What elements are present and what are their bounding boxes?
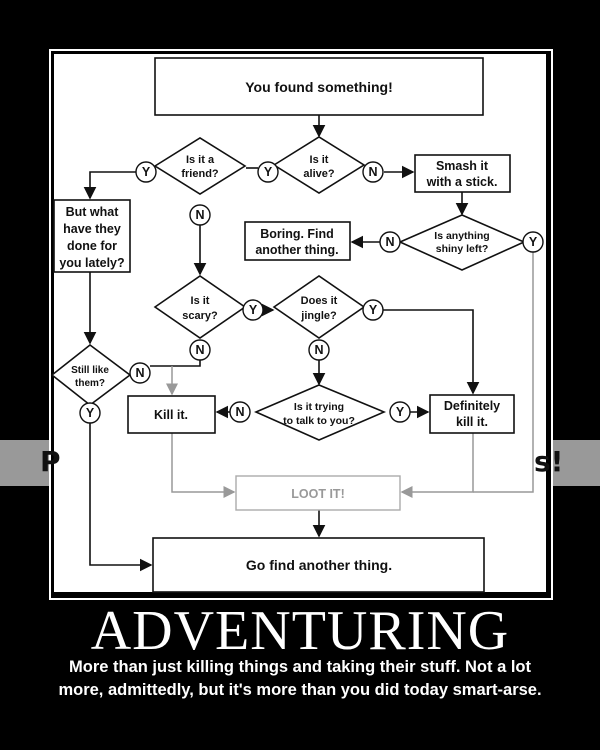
connector xyxy=(171,433,236,498)
start-box xyxy=(154,57,484,116)
alive-text: Is it xyxy=(310,154,329,166)
shiny-text: Is anything xyxy=(434,230,489,242)
poster-caption-line-2: more, admittedly, but it's more than you… xyxy=(58,681,542,699)
connector xyxy=(150,360,201,367)
done-for-you-text: you lately? xyxy=(59,256,124,270)
friend-text: Is it a xyxy=(186,154,215,166)
no-label: N xyxy=(368,165,377,179)
alive-text: alive? xyxy=(303,168,334,180)
boring-text: Boring. Find xyxy=(260,227,334,241)
smash-text: with a stick. xyxy=(426,175,498,189)
no-label: N xyxy=(135,366,144,380)
yes-circle xyxy=(79,402,101,424)
no-label: N xyxy=(314,343,323,357)
yes-label: Y xyxy=(369,303,378,317)
yes-circle xyxy=(389,401,411,423)
yes-label: Y xyxy=(86,406,95,420)
still-like-text: Still like xyxy=(71,365,109,376)
kill-box xyxy=(127,395,216,434)
yes-circle xyxy=(522,231,544,253)
no-circle xyxy=(189,204,211,226)
boring-box xyxy=(244,221,351,261)
definitely-kill-box xyxy=(429,394,515,434)
done-for-you-text: have they xyxy=(63,222,121,236)
watermark-text-left: P xyxy=(40,445,61,478)
no-label: N xyxy=(385,235,394,249)
yes-label: Y xyxy=(249,303,258,317)
friend-text: friend? xyxy=(181,168,219,180)
start-text: You found something! xyxy=(245,79,393,95)
smash-text: Smash it xyxy=(436,159,489,173)
boring-text: another thing. xyxy=(255,243,338,257)
no-label: N xyxy=(235,405,244,419)
no-label: N xyxy=(195,343,204,357)
connector xyxy=(400,433,474,498)
yes-label: Y xyxy=(396,405,405,419)
no-circle xyxy=(362,161,384,183)
yes-label: Y xyxy=(142,165,151,179)
done-for-you-text: done for xyxy=(67,239,117,253)
definitely-kill-text: kill it. xyxy=(456,415,488,429)
kill-text: Kill it. xyxy=(154,408,188,422)
jingle-text: jingle? xyxy=(300,310,337,322)
poster-title: ADVENTURING xyxy=(90,600,510,662)
talk-text: Is it trying xyxy=(294,401,344,413)
yes-label: Y xyxy=(264,165,273,179)
connector xyxy=(473,252,534,493)
connector xyxy=(383,309,480,395)
done-for-you-box xyxy=(53,199,131,273)
jingle-diamond xyxy=(272,275,366,339)
smash-box xyxy=(414,154,511,193)
yes-circle xyxy=(257,161,279,183)
scary-text: scary? xyxy=(182,310,218,322)
connector xyxy=(83,171,136,200)
no-circle xyxy=(189,339,211,361)
no-label: N xyxy=(195,208,204,222)
no-circle xyxy=(379,231,401,253)
loot-box xyxy=(235,475,401,511)
scary-text: Is it xyxy=(191,295,210,307)
jingle-text: Does it xyxy=(301,295,338,307)
still-like-text: them? xyxy=(75,378,105,389)
definitely-kill-text: Definitely xyxy=(444,399,500,413)
connector xyxy=(89,423,153,572)
go-find-box xyxy=(152,537,485,593)
yes-circle xyxy=(135,161,157,183)
go-find-text: Go find another thing. xyxy=(246,557,392,573)
yes-circle xyxy=(362,299,384,321)
no-circle xyxy=(229,401,251,423)
yes-label: Y xyxy=(529,235,538,249)
no-circle xyxy=(308,339,330,361)
watermark-text-right: s! xyxy=(534,445,564,478)
talk-text: to talk to you? xyxy=(283,415,355,427)
done-for-you-text: But what xyxy=(66,205,120,219)
shiny-text: shiny left? xyxy=(436,243,489,255)
loot-text: LOOT IT! xyxy=(291,487,344,501)
yes-circle xyxy=(242,299,264,321)
talk-diamond xyxy=(254,384,387,441)
poster-caption-line-1: More than just killing things and taking… xyxy=(69,658,531,676)
scary-diamond xyxy=(153,275,247,339)
no-circle xyxy=(129,362,151,384)
friend-diamond xyxy=(153,137,247,195)
flowchart: Y N Y N N Y Y Y N N N Y Y N You found so… xyxy=(50,57,544,593)
alive-diamond xyxy=(272,136,366,194)
